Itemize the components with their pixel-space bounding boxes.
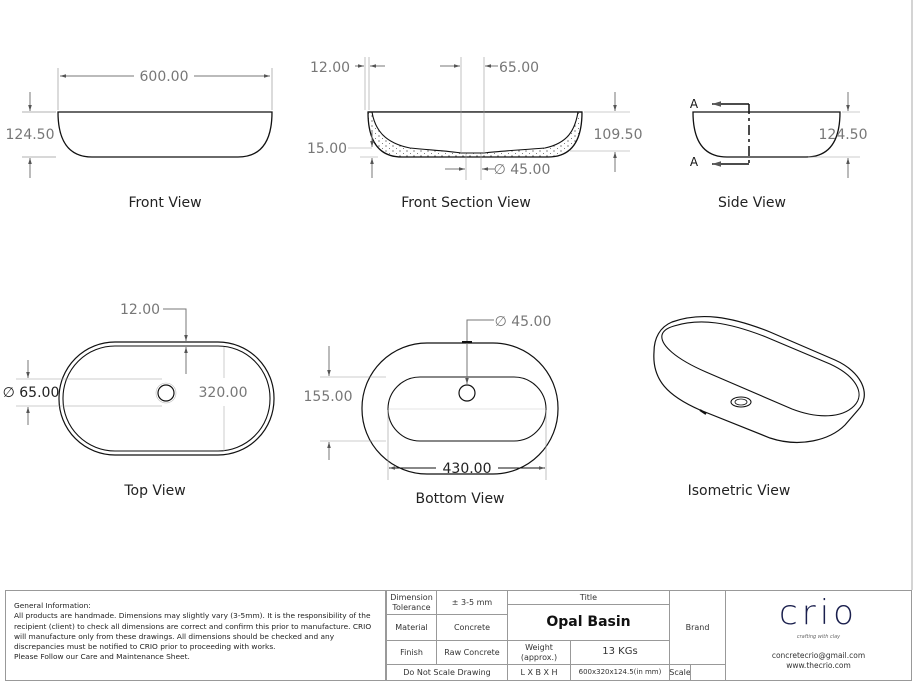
crio-logo: crio bbox=[779, 593, 858, 633]
top-view-label: Top View bbox=[123, 483, 185, 499]
material-value: Concrete bbox=[436, 614, 508, 641]
basin-side-outline bbox=[692, 111, 841, 158]
tolerance-label: Dimension Tolerance bbox=[386, 590, 437, 615]
no-scale-note: Do Not Scale Drawing bbox=[386, 664, 508, 681]
top-view: ∅ 65.00 12.00 320.00 Top View bbox=[3, 302, 275, 499]
dimensions-label: L X B X H bbox=[507, 664, 571, 681]
isometric-view-label: Isometric View bbox=[688, 483, 791, 499]
wall-thickness-dim: 12.00 bbox=[310, 60, 350, 76]
side-view-label: Side View bbox=[718, 195, 786, 211]
scale-label: Scale bbox=[669, 664, 691, 681]
bottom-drain-diameter-dim: ∅ 45.00 bbox=[495, 314, 552, 330]
bottom-drain-hole bbox=[458, 384, 476, 402]
side-height-dim: 124.50 bbox=[819, 127, 868, 143]
contact-website: www.thecrio.com bbox=[786, 660, 851, 670]
material-label: Material bbox=[386, 614, 437, 641]
front-height-dim: 124.50 bbox=[6, 127, 55, 143]
weight-value: 13 KGs bbox=[570, 640, 670, 665]
general-info-heading: General Information: bbox=[14, 601, 91, 610]
title-label: Title bbox=[507, 590, 670, 605]
front-view: 600.00 124.50 Front View bbox=[6, 68, 273, 211]
contact-email: concretecrio@gmail.com bbox=[771, 650, 866, 660]
bottom-view: 155.00 ∅ 45.00 430.00 Bottom View bbox=[304, 314, 559, 507]
rim-width-dim: 12.00 bbox=[120, 302, 160, 318]
top-outer-rim bbox=[58, 341, 275, 456]
iso-drain bbox=[730, 396, 752, 408]
general-information: General Information: All products are ha… bbox=[5, 590, 386, 681]
top-width-dim: 320.00 bbox=[199, 385, 248, 401]
offset-dim: 65.00 bbox=[499, 60, 539, 76]
front-section-view-label: Front Section View bbox=[401, 195, 531, 211]
tolerance-value: ± 3-5 mm bbox=[436, 590, 508, 615]
basin-front-outline bbox=[57, 111, 273, 158]
front-section-view: 12.00 65.00 109.50 15.00 ∅ 45.00 Front S… bbox=[307, 57, 643, 211]
front-view-label: Front View bbox=[128, 195, 201, 211]
brand-label: Brand bbox=[669, 590, 726, 665]
drain-diameter-dim: ∅ 45.00 bbox=[494, 162, 551, 178]
brand-block: crio crafting with clay concretecrio@gma… bbox=[725, 590, 912, 681]
drain-hole bbox=[157, 384, 175, 402]
bottom-view-label: Bottom View bbox=[415, 491, 504, 507]
iso-rim bbox=[661, 321, 860, 417]
dimensions-value: 600x320x124.5(in mm) bbox=[570, 664, 670, 681]
weight-label: Weight (approx.) bbox=[507, 640, 571, 665]
top-drain-diameter-dim: ∅ 65.00 bbox=[3, 385, 60, 401]
section-mark-top: A bbox=[690, 97, 699, 111]
general-info-footer: Please Follow our Care and Maintenance S… bbox=[14, 652, 190, 662]
isometric-view: Isometric View bbox=[653, 315, 865, 499]
general-info-body: All products are handmade. Dimensions ma… bbox=[14, 611, 372, 652]
section-mark-bottom: A bbox=[690, 155, 699, 169]
top-inner-rim bbox=[62, 345, 271, 452]
inner-height-dim: 109.50 bbox=[594, 127, 643, 143]
scale-value bbox=[690, 664, 726, 681]
finish-label: Finish bbox=[386, 640, 437, 665]
base-thickness-dim: 15.00 bbox=[307, 141, 347, 157]
iso-outer bbox=[653, 315, 865, 444]
base-length-dim: 430.00 bbox=[443, 461, 492, 477]
logo-tagline: crafting with clay bbox=[796, 634, 841, 641]
product-title: Opal Basin bbox=[507, 604, 670, 641]
side-view: A A 124.50 Side View bbox=[690, 92, 868, 211]
base-width-dim: 155.00 bbox=[304, 389, 353, 405]
bottom-outer-outline bbox=[361, 342, 559, 475]
finish-value: Raw Concrete bbox=[436, 640, 508, 665]
front-width-dim: 600.00 bbox=[140, 69, 189, 85]
